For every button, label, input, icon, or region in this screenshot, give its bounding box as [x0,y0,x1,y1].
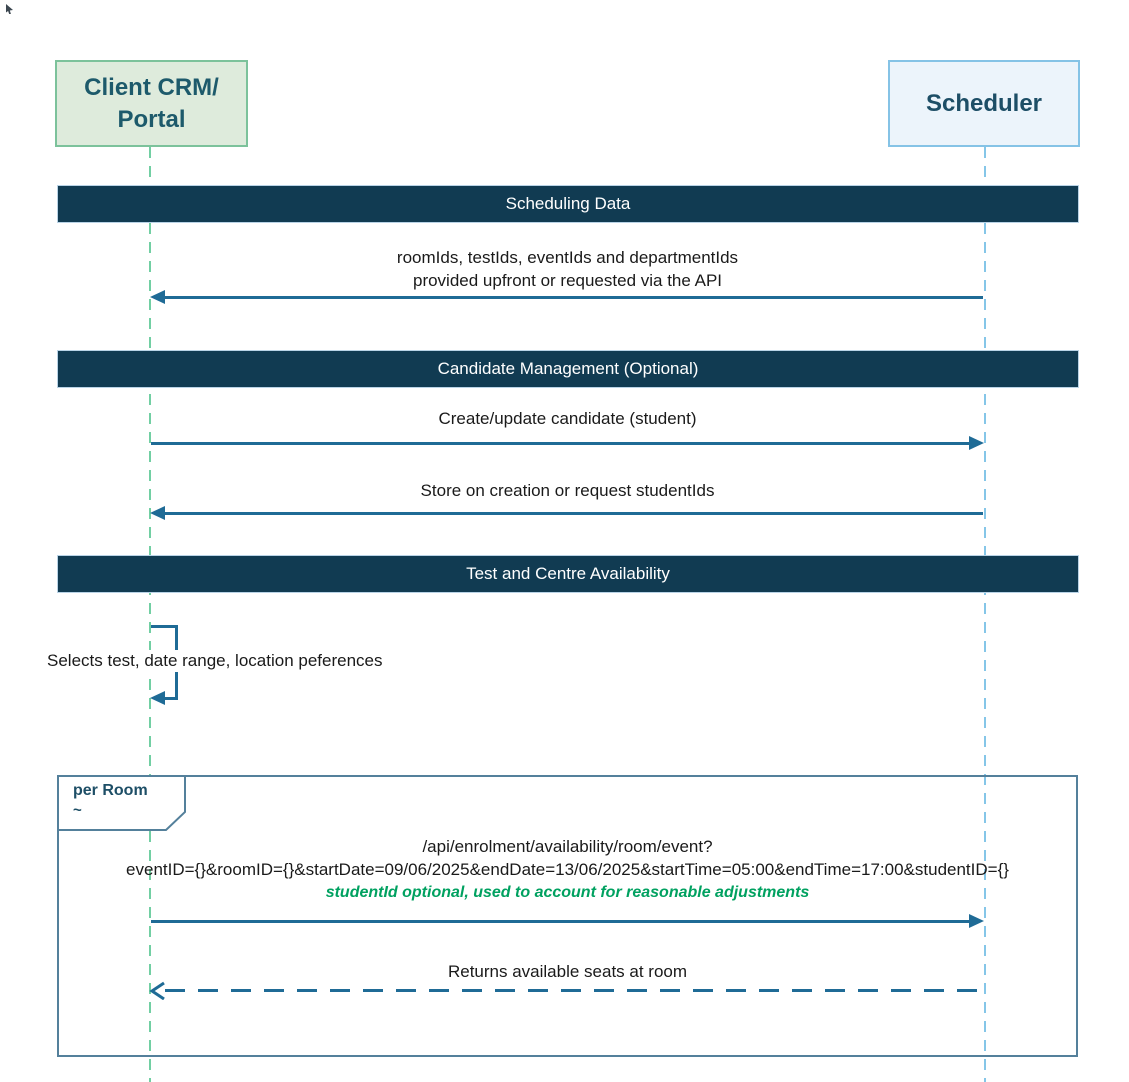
actor-client-crm-portal: Client CRM/ Portal [55,60,248,147]
fragment-frame-per-room [57,775,1078,1057]
message-create-candidate: Create/update candidate (student) [57,407,1078,430]
message-select-test: Selects test, date range, location pefer… [44,650,386,672]
fragment-label-tab [57,775,186,831]
message-availability-request: /api/enrolment/availability/room/event? … [57,835,1078,904]
mouse-cursor-icon [6,4,13,14]
self-loop-bottom-line [163,697,178,700]
message-line: /api/enrolment/availability/room/event? [422,837,713,856]
section-header-test-centre-availability: Test and Centre Availability [57,555,1079,593]
message-note-student-id: studentId optional, used to account for … [325,884,810,901]
section-title: Test and Centre Availability [466,564,670,583]
actor-client-label-line1: Client CRM/ [84,74,219,102]
message-line: Returns available seats at room [447,962,688,981]
arrowhead-left-icon [150,691,165,705]
fragment-operator: ~ [73,802,82,819]
actor-scheduler-label: Scheduler [925,89,1043,117]
message-dashed-line [165,989,983,992]
message-availability-response: Returns available seats at room [57,960,1078,983]
section-title: Scheduling Data [505,194,631,213]
section-title: Candidate Management (Optional) [437,359,699,378]
arrowhead-left-icon [150,506,165,520]
message-line: eventID={}&roomID={}&startDate=09/06/202… [126,860,1009,879]
lifeline-client [149,147,151,1082]
self-loop-top-line [151,625,178,628]
message-line: provided upfront or requested via the AP… [412,271,723,290]
actor-scheduler: Scheduler [888,60,1080,147]
lifeline-scheduler [984,147,986,1082]
message-arrow-line [151,442,970,445]
message-line: Store on creation or request studentIds [420,481,715,500]
arrowhead-right-icon [969,914,984,928]
actor-client-label-line2: Portal [117,105,186,133]
message-arrow-line [163,512,983,515]
message-store-ids: Store on creation or request studentIds [57,479,1078,502]
message-ids-provided: roomIds, testIds, eventIds and departmen… [57,246,1078,292]
message-line: roomIds, testIds, eventIds and departmen… [396,248,739,267]
arrowhead-right-icon [969,436,984,450]
section-header-scheduling-data: Scheduling Data [57,185,1079,223]
section-header-candidate-management: Candidate Management (Optional) [57,350,1079,388]
message-arrow-line [163,296,983,299]
arrowhead-open-left-icon [149,981,165,1000]
message-arrow-line [151,920,970,923]
message-line: Create/update candidate (student) [438,409,697,428]
fragment-label: per Room [73,782,148,799]
arrowhead-left-icon [150,290,165,304]
